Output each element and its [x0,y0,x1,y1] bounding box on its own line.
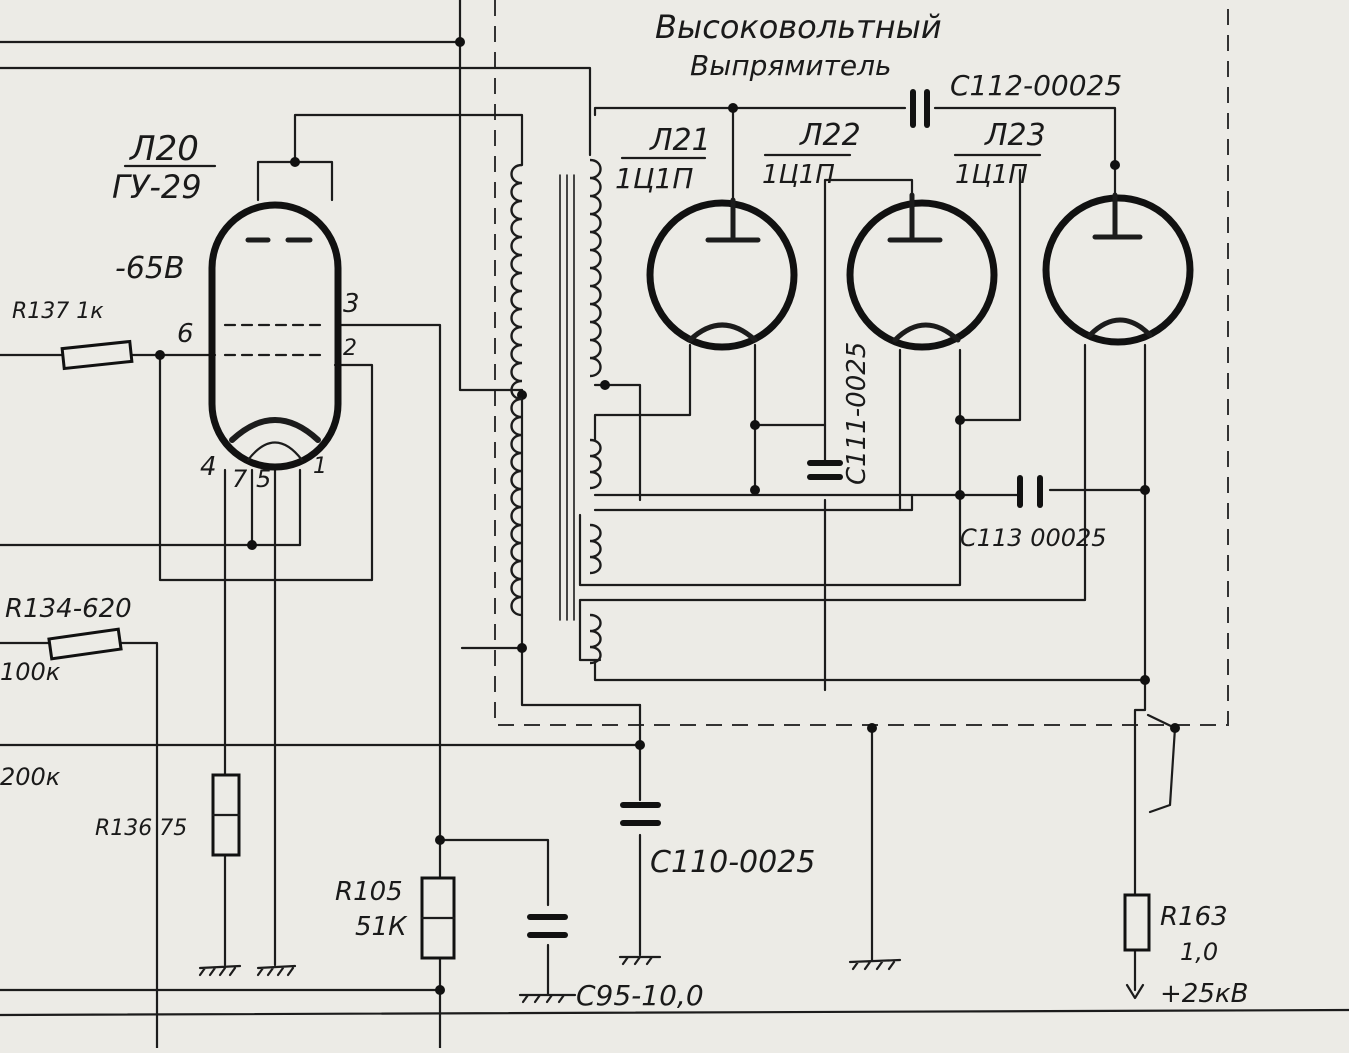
r163-ref-label: R163 [1160,902,1228,932]
l20-ref-label: Л20 [128,129,199,169]
r136-label: R136 75 [95,816,187,841]
l21-ref-label: Л21 [649,123,711,158]
resistor-r136: R136 75 [95,773,241,857]
l23-ref-label: Л23 [984,118,1046,153]
r-200k-label: 200к [0,763,61,791]
capacitor-c113: C113 00025 [960,475,1107,552]
c113-label: C113 00025 [960,524,1107,552]
c95-label: C95-10,0 [576,979,704,1012]
title-line-2: Выпрямитель [690,49,892,82]
title-line-1: Высоковольтный [655,8,942,46]
l20-pin-6: 6 [177,319,194,349]
capacitor-c95: C95-10,0 [527,914,704,1012]
capacitor-c111: C111-0025 [807,342,872,485]
hv-transformer [510,158,602,665]
hv-rectifier-enclosure [494,0,1229,726]
l20-pin-7: 7 [232,465,248,493]
junction-dots [155,37,1180,995]
tube-l20: Л20 ГУ-29 -65В 6 3 2 4 7 5 1 [112,129,360,493]
capacitor-c112: C112-00025 [910,69,1122,128]
l20-type-label: ГУ-29 [112,168,202,206]
l21-type-label: 1Ц1П [615,162,693,195]
l20-pin-2: 2 [343,336,357,361]
r134-label: R134-620 [5,594,132,624]
r137-label: R137 1к [12,299,104,324]
section-title: Высоковольтный Выпрямитель [655,8,942,82]
tube-l22: Л22 1Ц1П [762,118,998,351]
l20-pin-3: 3 [343,289,360,319]
output-voltage-label: +25кВ [1160,979,1248,1009]
r-100k-label: 100к [0,658,61,686]
resistor-r134: R134-620 [5,594,132,661]
r105-value-label: 51К [355,912,408,942]
c111-label: C111-0025 [842,342,872,485]
resistor-r137: R137 1к [12,299,134,371]
l22-ref-label: Л22 [799,118,861,153]
tube-l23: Л23 1Ц1П [953,118,1194,346]
tube-l21: Л21 1Ц1П [615,123,798,351]
hv-output: +25кВ [1125,979,1248,1009]
l22-type-label: 1Ц1П [762,160,835,190]
capacitor-c110: C110-0025 [620,802,815,880]
resistor-r105: R105 51К [335,876,456,960]
r163-value-label: 1,0 [1180,938,1218,966]
c112-label: C112-00025 [950,69,1122,102]
l20-pin-1: 1 [313,454,327,479]
resistor-r163: R163 1,0 [1123,893,1228,966]
l20-pin-5: 5 [256,465,271,493]
l20-pin-4: 4 [200,452,217,482]
ground-symbols [198,955,902,1004]
r105-ref-label: R105 [335,877,403,907]
c110-label: C110-0025 [650,845,815,880]
l20-bias-label: -65В [115,251,185,286]
l23-type-label: 1Ц1П [955,160,1028,190]
